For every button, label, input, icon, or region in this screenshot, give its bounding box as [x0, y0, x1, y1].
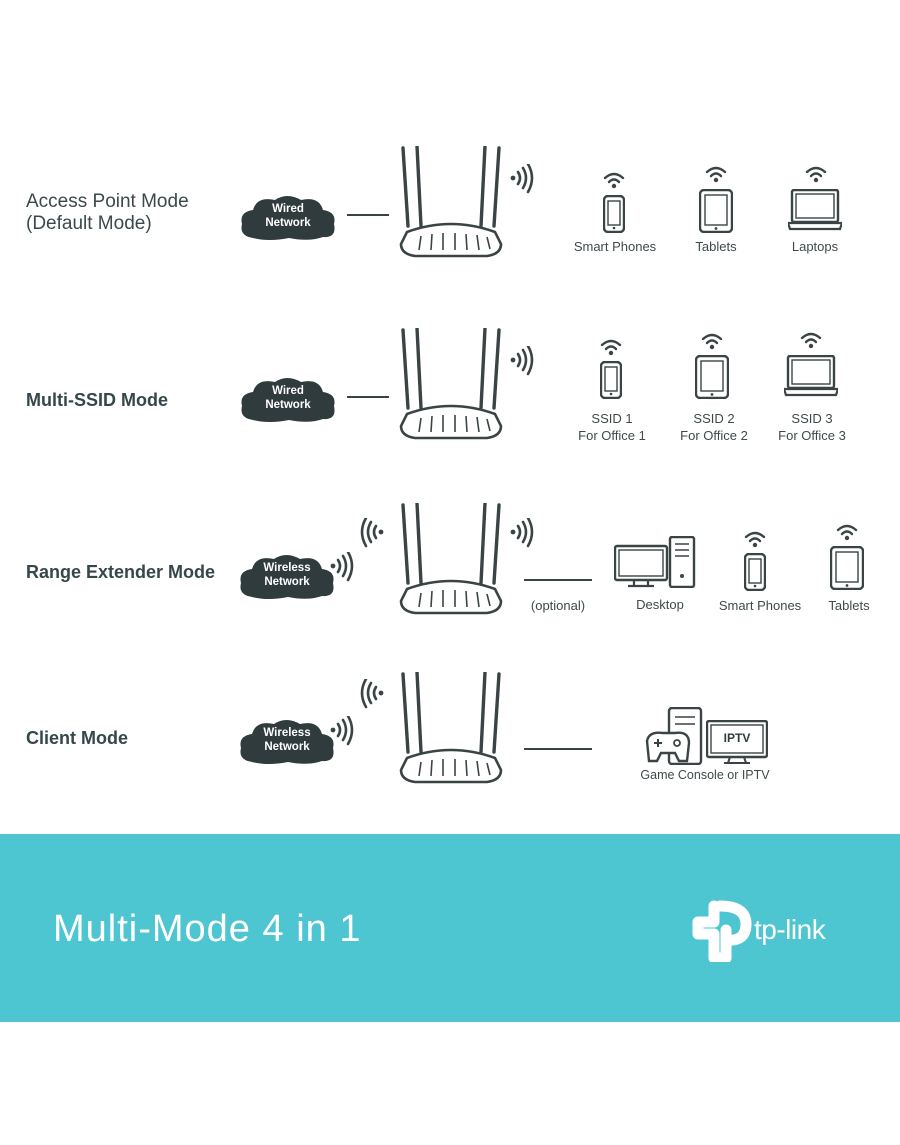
mode-label-line1: Access Point Mode: [26, 191, 189, 212]
ssid-label: SSID 1 For Office 1: [562, 410, 662, 444]
tablet-icon: [699, 189, 733, 233]
tp-link-logo: tp-link: [692, 900, 862, 962]
router-icon: [399, 672, 503, 784]
ssid-label: SSID 3 For Office 3: [762, 410, 862, 444]
router-icon: [399, 328, 503, 440]
ssid-name: SSID 2: [693, 411, 735, 426]
wifi-icon: [603, 172, 625, 189]
wifi-icon: [705, 166, 727, 183]
signal-icon: [510, 518, 534, 548]
cloud-icon: [241, 196, 335, 240]
device-label: Desktop: [636, 597, 684, 612]
mode-label-range-extender: Range Extender Mode: [26, 562, 216, 582]
tablet-icon: [695, 355, 729, 399]
laptop-icon: [788, 189, 842, 231]
tv-label: IPTV: [723, 731, 751, 745]
wifi-icon: [800, 332, 822, 349]
tv-icon: [706, 720, 768, 764]
wifi-icon: [836, 524, 858, 541]
router-icon: [399, 146, 503, 258]
mode-label-multi-ssid: Multi-SSID Mode: [26, 390, 168, 410]
network-text-1: Wireless: [263, 727, 311, 739]
signal-icon: [330, 552, 354, 582]
wired-link: [524, 748, 592, 750]
device-label: Tablets: [695, 239, 737, 254]
router-icon: [399, 503, 503, 615]
device-label: Smart Phones: [573, 239, 657, 254]
ssid-office: For Office 3: [778, 428, 846, 443]
wifi-icon: [600, 339, 622, 356]
tp-link-logo-icon: [692, 900, 752, 962]
network-text-2: Network: [265, 399, 311, 411]
tablet-icon: [830, 546, 864, 590]
laptop-icon: [784, 355, 838, 397]
signal-icon: [360, 679, 385, 709]
cloud-icon: [240, 555, 334, 599]
ssid-label: SSID 2 For Office 2: [664, 410, 764, 444]
device-label: Tablets: [828, 598, 870, 613]
ssid-office: For Office 2: [680, 428, 748, 443]
wired-link: [347, 214, 389, 216]
cloud-icon: [241, 378, 335, 422]
signal-icon: [510, 346, 534, 376]
device-label: Laptops: [791, 239, 839, 254]
signal-icon: [510, 164, 534, 194]
game-console-icon: [645, 707, 703, 765]
wifi-icon: [805, 166, 827, 183]
wired-link: [347, 396, 389, 398]
ssid-name: SSID 1: [591, 411, 633, 426]
cloud-icon: [240, 720, 334, 764]
signal-icon: [330, 716, 354, 746]
network-text-2: Network: [265, 217, 311, 229]
mode-label-line2: (Default Mode): [26, 213, 152, 234]
phone-icon: [600, 361, 622, 399]
optional-link: [524, 579, 592, 581]
signal-icon: [360, 518, 385, 548]
network-text-1: Wireless: [263, 562, 311, 574]
ssid-name: SSID 3: [791, 411, 833, 426]
mode-label-client: Client Mode: [26, 728, 128, 748]
phone-icon: [603, 195, 625, 233]
optional-label: (optional): [530, 598, 586, 613]
network-text-2: Network: [264, 741, 310, 753]
wifi-icon: [701, 333, 723, 350]
wifi-icon: [744, 531, 766, 548]
logo-text: tp-link: [754, 914, 826, 945]
network-text-2: Network: [264, 576, 310, 588]
desktop-icon: [614, 536, 696, 588]
device-label: Smart Phones: [718, 598, 802, 613]
mode-label-access-point: Access Point Mode (Default Mode): [26, 191, 189, 235]
device-label: Game Console or IPTV: [640, 768, 770, 782]
banner-title: Multi-Mode 4 in 1: [53, 908, 362, 950]
network-text-1: Wired: [272, 385, 304, 397]
ssid-office: For Office 1: [578, 428, 646, 443]
network-text-1: Wired: [272, 203, 304, 215]
phone-icon: [744, 553, 766, 591]
